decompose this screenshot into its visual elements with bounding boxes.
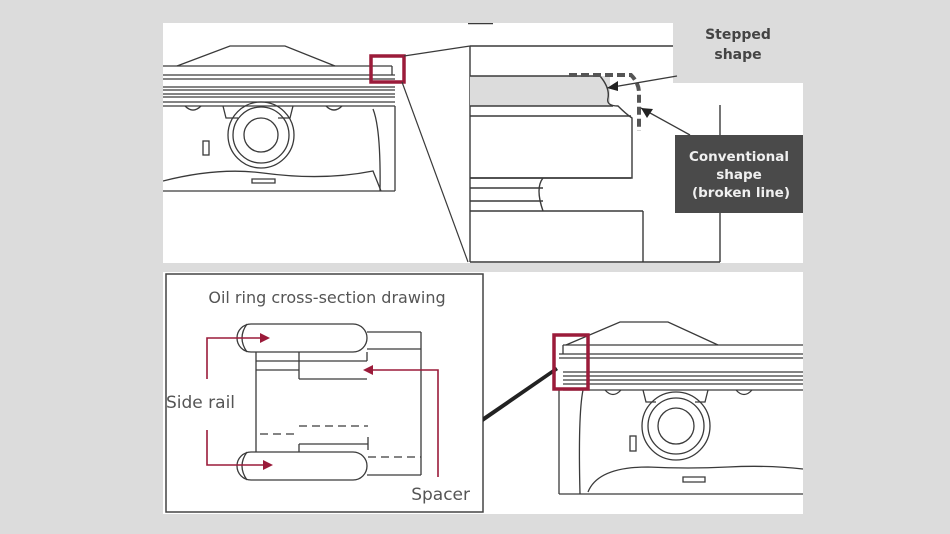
piston-slot-right [629, 435, 637, 452]
side-rail-bottom [236, 451, 368, 481]
spacer-dashed [260, 425, 421, 458]
piston-side-view [558, 321, 803, 495]
top-panel: Stepped shape Conventional shape (broken… [163, 23, 803, 263]
oil-ring-cross-section [236, 323, 422, 481]
top-drawing: Stepped shape Conventional shape (broken… [163, 23, 803, 263]
callout-conventional-box [675, 135, 803, 213]
callout-conventional-label-2: shape [716, 167, 762, 183]
side-rail-arrows [206, 337, 439, 477]
piston-crown [176, 45, 336, 67]
bottom-drawing: Oil ring cross-section drawing [165, 273, 803, 513]
ring-groove-detail [468, 23, 721, 263]
callout-stepped-label: Stepped [705, 27, 771, 43]
callout-stepped-box [673, 23, 803, 83]
piston-slot [202, 140, 210, 156]
callout-stepped-label-2: shape [714, 47, 761, 63]
side-rail-label: Side rail [166, 393, 235, 413]
oil-ring-inset-frame [165, 273, 484, 513]
callout-conventional-label-3: (broken line) [692, 185, 790, 201]
magnify-box-top [369, 54, 406, 84]
magnify-box-bottom [552, 333, 590, 391]
callout-conventional-label: Conventional [689, 149, 789, 165]
piston-top-view [163, 45, 396, 192]
inset-title: Oil ring cross-section drawing [208, 288, 445, 307]
spacer-label: Spacer [411, 485, 470, 505]
callout-wedge [483, 367, 558, 422]
bottom-panel: Oil ring cross-section drawing [163, 272, 803, 514]
